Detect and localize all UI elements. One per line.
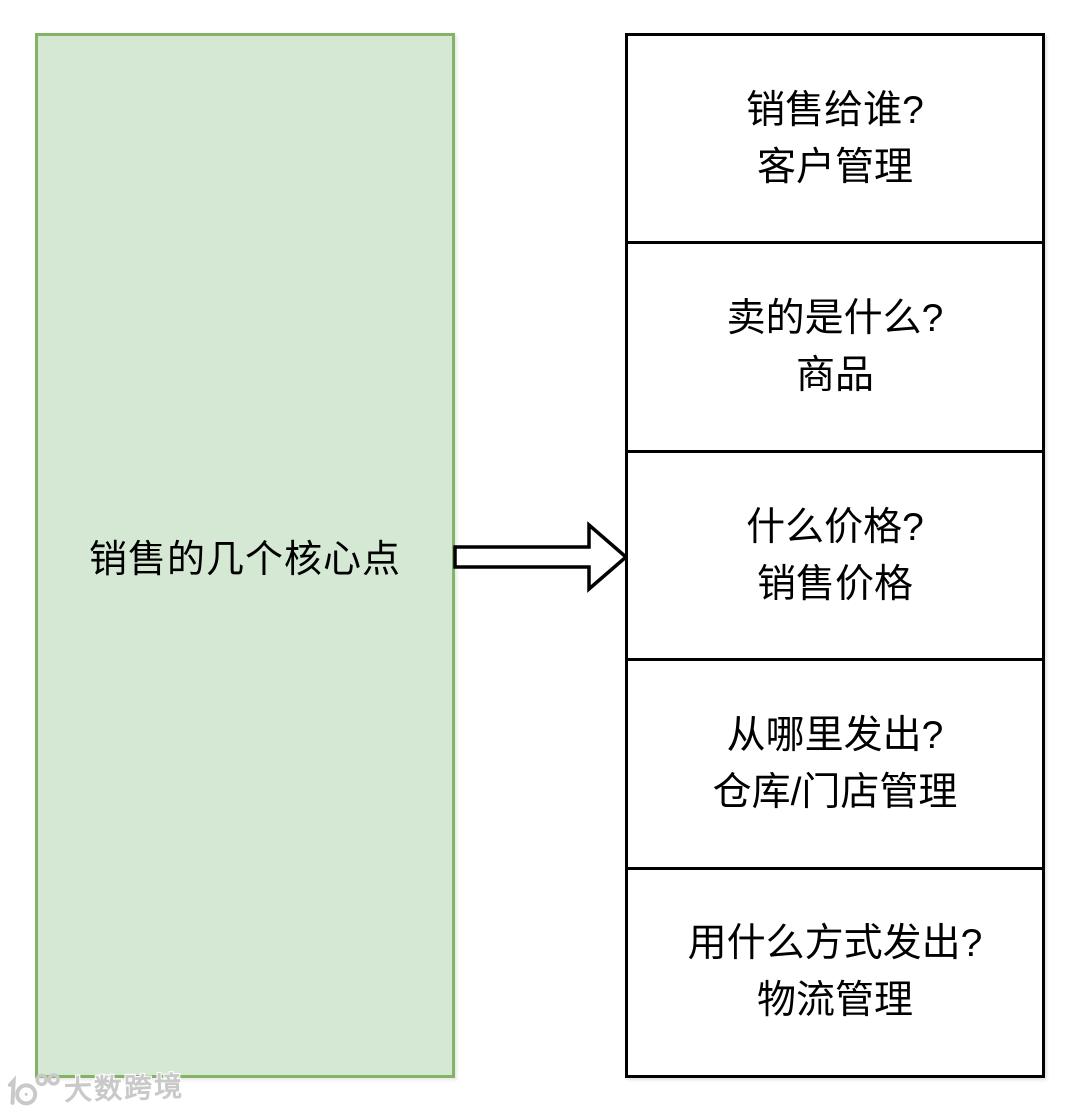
right-arrow-icon — [453, 521, 629, 593]
box-customer-management: 销售给谁? 客户管理 — [628, 36, 1042, 241]
box-product: 卖的是什么? 商品 — [628, 241, 1042, 449]
box-question: 什么价格? — [746, 505, 924, 549]
box-sales-price: 什么价格? 销售价格 — [628, 449, 1042, 658]
box-answer: 商品 — [795, 354, 874, 398]
box-answer: 物流管理 — [756, 979, 913, 1023]
box-answer: 客户管理 — [756, 145, 913, 189]
box-question: 销售给谁? — [746, 88, 924, 132]
box-answer: 销售价格 — [756, 562, 913, 606]
box-logistics-management: 用什么方式发出? 物流管理 — [628, 866, 1042, 1075]
box-question: 从哪里发出? — [726, 713, 944, 757]
box-question: 卖的是什么? — [726, 297, 944, 341]
core-points-label: 销售的几个核心点 — [88, 539, 401, 581]
right-column: 销售给谁? 客户管理 卖的是什么? 商品 什么价格? 销售价格 从哪里发出? 仓… — [625, 33, 1045, 1078]
box-question: 用什么方式发出? — [687, 922, 983, 966]
core-points-box: 销售的几个核心点 — [35, 33, 455, 1078]
box-answer: 仓库/门店管理 — [712, 770, 958, 814]
box-warehouse-store-management: 从哪里发出? 仓库/门店管理 — [628, 658, 1042, 866]
